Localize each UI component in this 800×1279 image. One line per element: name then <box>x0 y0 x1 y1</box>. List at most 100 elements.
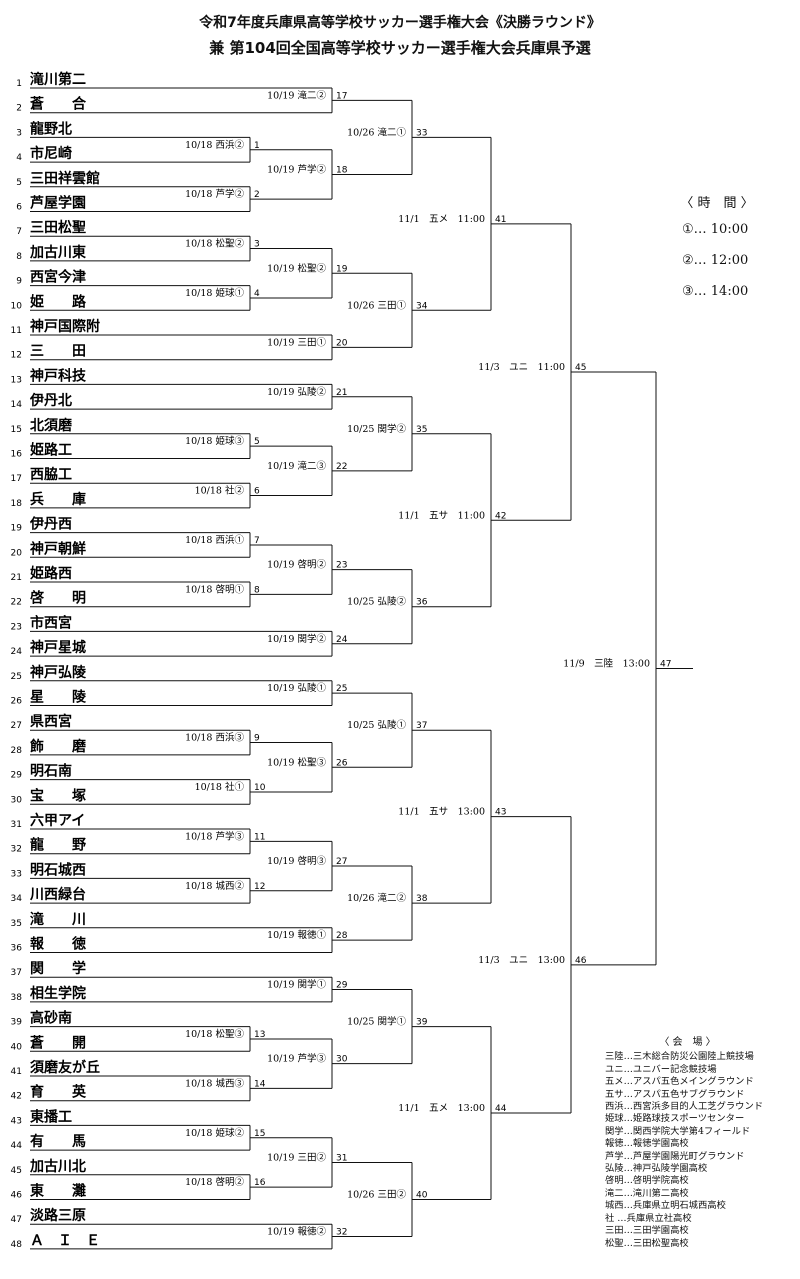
time-legend: 〈 時 間 〉 ①… 10:00 ②… 12:00 ③… 14:00 <box>672 192 782 315</box>
r1-match-label: 10/18 啓明① <box>185 583 244 595</box>
r1-match-label: 10/18 芦学③ <box>185 830 244 842</box>
r1-match-label: 10/18 社① <box>195 781 245 793</box>
team-seed-number: 32 <box>11 845 22 855</box>
r4-match-number: 43 <box>495 808 506 818</box>
r2-match-number: 20 <box>336 338 348 348</box>
r3-match-number: 34 <box>416 301 428 311</box>
r4-match-number: 44 <box>495 1104 507 1114</box>
r1-match-number: 5 <box>254 437 260 447</box>
team-name: 宝 塚 <box>30 787 86 804</box>
team-seed-number: 4 <box>16 153 22 163</box>
team-seed-number: 2 <box>16 104 22 114</box>
venue-legend: 〈 会 場 〉 三陸…三木総合防災公園陸上競技場 ユニ…ユニバー記念競技場 五メ… <box>605 1037 800 1250</box>
team-name: 加古川東 <box>29 244 86 261</box>
team-seed-number: 45 <box>11 1166 22 1176</box>
r1-match-number: 13 <box>254 1030 265 1040</box>
team-seed-number: 46 <box>11 1191 23 1201</box>
r2-match-label: 10/19 芦学③ <box>267 1053 326 1065</box>
team-name: 北須磨 <box>30 417 73 434</box>
team-name: 神戸星城 <box>30 639 86 656</box>
team-name: 神戸国際附 <box>30 318 100 335</box>
team-seed-number: 5 <box>16 178 22 188</box>
r1-match-number: 3 <box>254 240 260 250</box>
r2-match-number: 17 <box>336 91 347 101</box>
r1-match-number: 4 <box>254 289 260 299</box>
team-seed-number: 41 <box>11 1067 22 1077</box>
team-name: Ａ Ｉ Ｅ <box>30 1233 100 1249</box>
r3-match-number: 37 <box>416 721 427 731</box>
r2-match-number: 30 <box>336 1055 348 1065</box>
r1-match-number: 14 <box>254 1079 266 1089</box>
r2-match-label: 10/19 松聖③ <box>267 756 326 768</box>
team-name: 有 馬 <box>30 1133 86 1150</box>
venue-legend-row: 弘陵…神戸弘陵学園高校 <box>605 1163 708 1175</box>
team-seed-number: 3 <box>16 128 22 138</box>
r1-match-label: 10/18 西浜③ <box>185 733 244 744</box>
team-seed-number: 39 <box>11 1018 23 1028</box>
team-seed-number: 23 <box>11 622 22 632</box>
time-legend-row: ①… 10:00 <box>682 222 749 237</box>
team-seed-number: 44 <box>11 1141 23 1151</box>
team-name: 六甲アイ <box>30 812 85 829</box>
r1-match-number: 1 <box>254 141 260 151</box>
r2-match-label: 10/19 啓明② <box>267 559 326 571</box>
team-name: 星 陵 <box>30 689 87 706</box>
r2-match-label: 10/19 関学① <box>267 979 326 991</box>
r1-match-label: 10/18 芦学② <box>185 188 244 200</box>
venue-legend-row: 姫球…姫路球技スポーツセンター <box>605 1113 745 1125</box>
r1-match-number: 10 <box>254 783 266 793</box>
r4-match-label: 11/1 五サ 13:00 <box>398 807 485 818</box>
r2-match-label: 10/19 三田① <box>267 337 326 348</box>
team-name: 龍野北 <box>30 120 72 137</box>
team-seed-number: 33 <box>11 869 22 879</box>
r4-match-label: 11/1 五メ 11:00 <box>398 214 485 225</box>
team-seed-number: 20 <box>11 548 23 558</box>
team-seed-number: 18 <box>11 499 23 509</box>
venue-legend-row: 三田…三田学園高校 <box>605 1225 689 1237</box>
r2-match-label: 10/19 芦学② <box>267 163 326 175</box>
venue-legend-row: 滝二…滝川第二高校 <box>605 1187 689 1199</box>
team-name: 西宮今津 <box>30 269 86 286</box>
team-name: 明石南 <box>30 763 72 780</box>
team-seed-number: 13 <box>11 375 22 385</box>
time-legend-row: ③… 14:00 <box>682 284 749 299</box>
team-seed-number: 30 <box>11 795 23 805</box>
r1-match-label: 10/18 城西② <box>185 881 244 892</box>
r2-match-number: 19 <box>336 264 348 274</box>
team-seed-number: 24 <box>11 647 23 657</box>
r3-match-number: 39 <box>416 1018 428 1028</box>
venue-legend-row: ユニ…ユニバー記念競技場 <box>605 1063 717 1075</box>
venue-legend-row: 三陸…三木総合防災公園陸上競技場 <box>605 1051 754 1063</box>
team-name: 加古川北 <box>29 1158 86 1175</box>
team-name: 須磨友が丘 <box>29 1059 100 1076</box>
team-name: 啓 明 <box>30 590 86 607</box>
team-name: 市西宮 <box>30 614 72 631</box>
team-seed-number: 1 <box>16 79 22 89</box>
team-name: 東 灘 <box>30 1183 86 1200</box>
r4-match-label: 11/1 五サ 11:00 <box>398 510 485 521</box>
r2-match-number: 24 <box>336 635 348 645</box>
team-seed-number: 36 <box>11 944 23 954</box>
r4-match-label: 11/1 五メ 13:00 <box>398 1103 485 1114</box>
r3-match-label: 10/25 関学② <box>347 423 406 435</box>
team-name: 龍 野 <box>30 837 86 854</box>
r1-match-label: 10/18 城西③ <box>185 1078 244 1089</box>
r1-match-number: 16 <box>254 1178 266 1188</box>
r1-match-label: 10/18 松聖③ <box>185 1028 244 1040</box>
team-seed-number: 29 <box>11 771 23 781</box>
r2-match-label: 10/19 関学② <box>267 633 326 645</box>
venue-legend-row: 城西…兵庫県立明石城西高校 <box>605 1200 726 1212</box>
r2-match-label: 10/19 啓明③ <box>267 855 326 867</box>
r5-match-label: 11/3 ユニ 13:00 <box>478 955 565 966</box>
team-name: 蒼 開 <box>30 1034 86 1051</box>
venue-legend-row: 芦学…芦屋学園陽光町グラウンド <box>605 1150 745 1162</box>
team-seed-number: 26 <box>11 697 23 707</box>
team-seed-number: 19 <box>11 524 23 534</box>
r3-match-label: 10/26 三田① <box>347 300 406 311</box>
team-seed-number: 34 <box>11 894 23 904</box>
team-name: 滝 川 <box>30 911 86 928</box>
team-seed-number: 15 <box>11 425 22 435</box>
team-name: 東播工 <box>30 1108 72 1125</box>
r1-match-label: 10/18 啓明② <box>185 1176 244 1188</box>
venue-legend-row: 報徳…報徳学園高校 <box>605 1138 689 1150</box>
